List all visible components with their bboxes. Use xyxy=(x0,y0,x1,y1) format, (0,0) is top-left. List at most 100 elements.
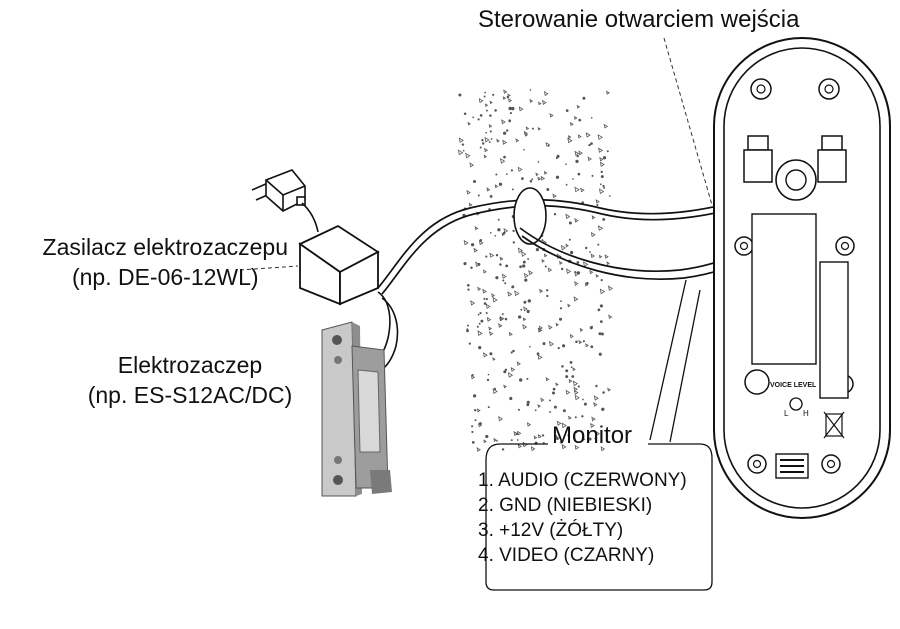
wall-speck xyxy=(462,149,465,152)
wall-speck xyxy=(555,382,559,387)
wall-speck xyxy=(570,366,573,368)
wall-speck xyxy=(463,262,467,266)
wall-speck xyxy=(467,288,470,291)
wall-speck xyxy=(466,189,471,195)
wall-speck xyxy=(476,325,479,328)
wall-speck xyxy=(549,113,554,118)
wall-speck xyxy=(541,258,545,263)
cable-psu-to-monitor-2 xyxy=(381,195,781,295)
entry-control-label: Sterowanie otwarciem wejścia xyxy=(478,6,800,33)
wall-speck xyxy=(585,281,589,285)
wall-speck xyxy=(591,325,593,328)
wall-speck xyxy=(576,154,579,158)
wall-speck xyxy=(510,367,516,372)
wire-item-12v: 3. +12V (ŻÓŁTY) xyxy=(478,520,624,541)
wall-speck xyxy=(565,369,569,373)
wall-speck xyxy=(574,389,579,395)
wall-speck xyxy=(566,268,572,275)
wall-speck xyxy=(495,276,499,280)
wall-speck xyxy=(593,402,598,407)
wall-speck xyxy=(489,352,493,356)
wall-speck xyxy=(547,267,553,273)
wall-speck xyxy=(600,446,606,452)
wall-speck xyxy=(483,297,486,300)
wall-speck xyxy=(587,156,592,162)
wall-speck xyxy=(578,118,582,122)
wall-speck xyxy=(466,328,469,331)
wall-speck xyxy=(492,93,495,96)
wall-speck xyxy=(519,265,522,269)
wall-speck xyxy=(476,447,481,452)
wall-speck xyxy=(580,187,585,193)
wall-speck xyxy=(589,251,591,253)
wall-speck xyxy=(574,281,579,286)
wall-speck xyxy=(565,389,571,395)
wall-speck xyxy=(507,372,514,378)
wall-speck xyxy=(551,391,556,395)
wall-speck xyxy=(509,396,513,401)
wall-speck xyxy=(479,312,482,315)
wall-speck xyxy=(591,215,596,220)
plug-adapter xyxy=(251,169,306,212)
wall-speck xyxy=(576,261,580,264)
wall-speck xyxy=(471,425,474,428)
wall-speck xyxy=(514,290,520,297)
wall-speck xyxy=(489,231,492,234)
wall-speck xyxy=(493,437,498,442)
wall-speck xyxy=(577,134,582,139)
wall-speck xyxy=(523,300,527,304)
wall-speck xyxy=(600,183,602,186)
wall-speck xyxy=(497,228,501,232)
strike-model: (np. ES-S12AC/DC) xyxy=(87,382,293,408)
wall-speck xyxy=(545,377,550,382)
wall-speck xyxy=(562,344,566,348)
wall-speck xyxy=(508,331,513,337)
wall-speck xyxy=(600,278,603,282)
wall-speck xyxy=(492,357,496,361)
wall-speck xyxy=(597,243,600,246)
wall-speck xyxy=(477,194,480,197)
wall-speck xyxy=(479,114,483,117)
wall-speck xyxy=(544,91,549,97)
wall-speck xyxy=(516,361,521,366)
wall-speck xyxy=(470,243,475,247)
wall-speck xyxy=(489,331,494,336)
wall-speck xyxy=(561,422,567,429)
wall-speck xyxy=(468,342,471,345)
door-panel xyxy=(713,37,891,519)
wall-speck xyxy=(503,384,507,389)
wall-speck xyxy=(590,345,594,349)
wall-speck xyxy=(531,127,534,130)
wall-speck xyxy=(478,322,481,325)
wall-speck xyxy=(492,388,498,395)
wall-speck xyxy=(498,415,503,422)
wall-speck xyxy=(502,139,507,145)
wall-speck xyxy=(499,316,504,322)
wall-speck xyxy=(579,327,584,332)
wall-speck xyxy=(481,142,485,145)
wall-speck xyxy=(542,99,547,105)
wall-speck xyxy=(608,195,611,197)
wall-speck xyxy=(537,434,542,439)
wall-speck xyxy=(582,398,584,401)
wall-speck xyxy=(569,250,574,255)
wall-speck xyxy=(488,141,491,143)
wall-speck xyxy=(567,303,571,308)
wall-speck xyxy=(477,313,480,316)
wall-speck xyxy=(567,135,572,139)
wall-speck xyxy=(598,254,603,259)
wall-speck xyxy=(578,150,583,156)
wall-speck xyxy=(574,150,580,156)
wall-speck xyxy=(600,170,603,174)
wall-speck xyxy=(542,342,546,346)
wall-speck xyxy=(537,176,542,181)
wall-speck xyxy=(574,271,577,274)
wall-speck xyxy=(507,93,511,98)
wall-speck xyxy=(565,163,567,166)
wall-speck xyxy=(478,346,482,350)
wall-speck xyxy=(499,263,502,266)
wall-speck xyxy=(512,241,515,244)
wall-speck xyxy=(599,156,604,162)
wall-speck xyxy=(526,403,530,407)
wall-speck xyxy=(482,269,487,274)
